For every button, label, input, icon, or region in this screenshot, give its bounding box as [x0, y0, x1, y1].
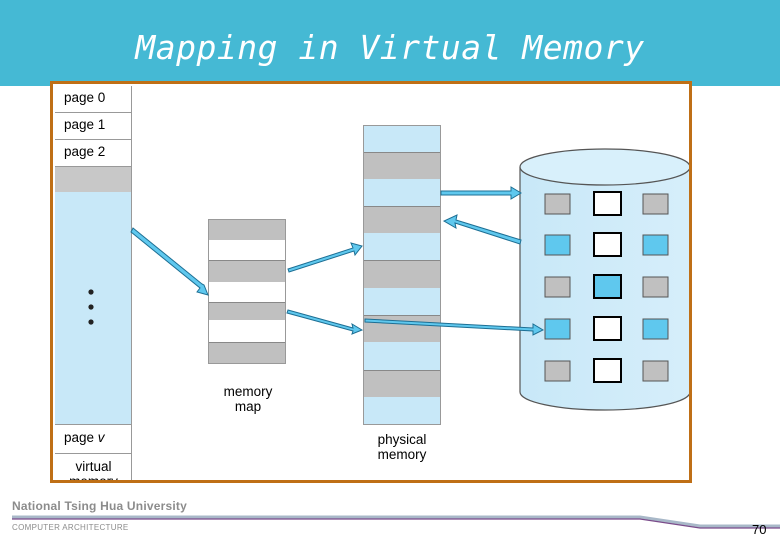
physical-frame	[364, 370, 440, 397]
virtual-page-v: page v	[55, 424, 131, 454]
memory-map-entry	[209, 302, 285, 320]
university-logo-text: National Tsing Hua University	[12, 499, 187, 513]
ellipsis-dot	[88, 289, 94, 295]
memory-map-caption: memory map	[223, 384, 273, 414]
arrow-map-to-physical-lower	[286, 309, 364, 335]
memory-map-entry	[209, 320, 285, 342]
memory-map-entry	[209, 282, 285, 302]
ellipsis-dot	[88, 319, 94, 325]
physical-frame	[364, 126, 440, 152]
disk-block	[593, 232, 622, 257]
page-number: 70	[752, 522, 767, 537]
virtual-grey-page	[55, 167, 131, 192]
physical-memory-caption: physical memory	[377, 432, 427, 462]
disk-block	[544, 234, 571, 256]
memory-map-entry	[209, 342, 285, 363]
memory-map-entry	[209, 240, 285, 260]
diagram-graphics	[88, 148, 689, 411]
disk-block	[593, 316, 622, 341]
physical-frame	[364, 233, 440, 260]
disk-block	[544, 318, 571, 340]
physical-frame	[364, 397, 440, 424]
virtual-page-v-var: v	[97, 430, 105, 445]
header-bar	[0, 0, 780, 86]
disk-block	[642, 234, 669, 256]
department-text: COMPUTER ARCHITECTURE	[12, 523, 129, 532]
physical-frame	[364, 152, 440, 179]
memory-map-entry	[209, 260, 285, 282]
disk-block	[593, 358, 622, 383]
arrow-physical-to-disk-lower	[364, 318, 545, 336]
mapping-arrows	[130, 186, 545, 336]
arrow-virtual-to-map	[130, 227, 209, 296]
arrow-disk-to-physical	[442, 214, 522, 245]
memory-map-entry	[209, 220, 285, 240]
disk-block	[642, 193, 669, 215]
disk-block	[642, 360, 669, 382]
virtual-page-v-label: page v	[64, 430, 105, 445]
diagram-frame: page 0 page 1 page 2 page v virtual memo…	[50, 81, 692, 483]
disk-block	[642, 276, 669, 298]
disk-block	[544, 193, 571, 215]
physical-frame	[364, 179, 440, 206]
ellipsis-dot	[88, 304, 94, 310]
arrow-map-to-physical-upper	[287, 242, 363, 273]
disk-block	[593, 274, 622, 299]
physical-memory-column	[363, 125, 441, 425]
virtual-page-2: page 2	[55, 140, 131, 167]
physical-frame	[364, 342, 440, 370]
memory-map-column	[208, 219, 286, 364]
disk-block	[593, 191, 622, 216]
virtual-page-v-prefix: page	[64, 430, 98, 445]
disk-block	[544, 276, 571, 298]
physical-frame	[364, 260, 440, 288]
disk-block	[544, 360, 571, 382]
virtual-page-1: page 1	[55, 113, 131, 140]
physical-frame	[364, 206, 440, 233]
virtual-page-0: page 0	[55, 86, 131, 113]
disk-blocks	[544, 191, 669, 383]
virtual-page-2-label: page 2	[64, 144, 106, 159]
disk-block	[642, 318, 669, 340]
arrow-physical-to-disk-upper	[440, 186, 522, 200]
virtual-memory-caption: virtual memory	[69, 459, 118, 483]
virtual-page-0-label: page 0	[64, 90, 106, 105]
virtual-page-1-label: page 1	[64, 117, 106, 132]
physical-frame	[364, 288, 440, 315]
slide-title: Mapping in Virtual Memory	[135, 28, 645, 67]
